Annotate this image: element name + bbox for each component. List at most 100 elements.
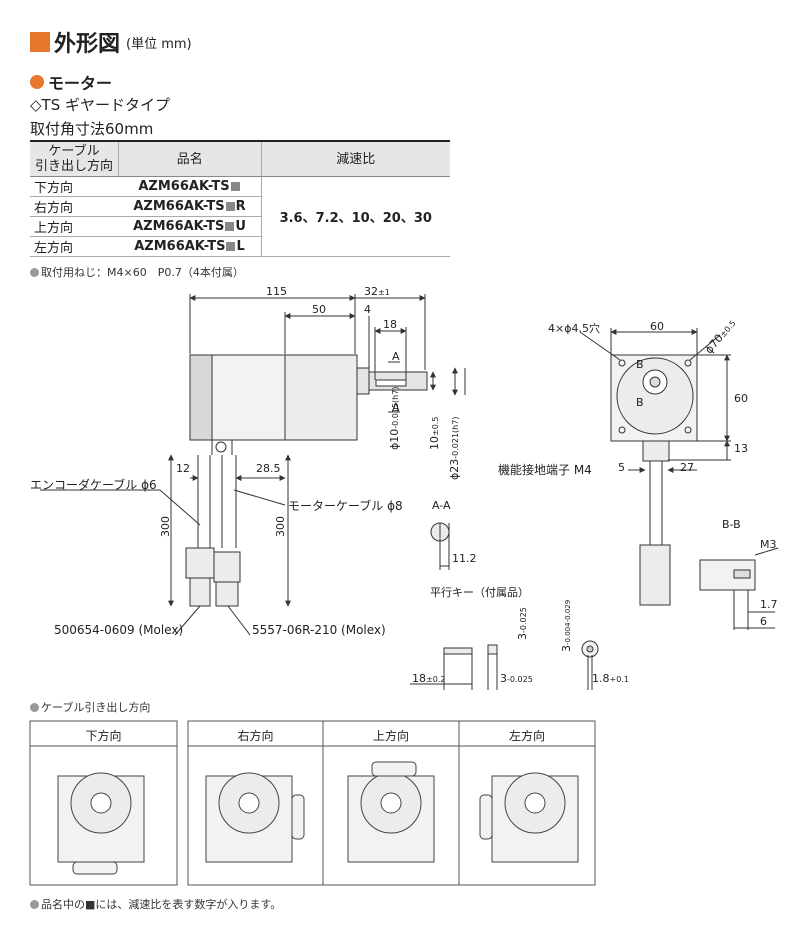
mount-size-label: 取付角寸法60mm [30,120,154,138]
motor-end-cap [189,354,213,441]
orange-dot-icon [30,75,44,89]
key-slot [375,379,407,387]
dim-3w: 3-0.004-0.029 [560,600,573,652]
model-text: AZM66AK-TS [134,239,226,254]
row-model: AZM66AK-TS L [118,236,262,257]
gear-face [616,357,694,435]
cable-direction-note: ケーブル引き出し方向 [30,699,150,715]
shaft-collar [356,367,370,395]
dim-phi10-value: ϕ10 [388,428,401,450]
row-direction: 下方向 [30,176,119,197]
placeholder-square-icon [226,242,236,251]
dim-3w-tol2: -0.029 [564,599,572,623]
dim-3v: 3-0.025 [516,607,529,640]
dim-phi10: ϕ10-0.015(h7) [388,387,401,450]
row-direction: 右方向 [30,196,119,217]
table-row: 下方向 AZM66AK-TS 3.6、7.2、10、20、30 [30,176,450,257]
model-suffix: L [236,239,245,254]
encoder-cable-callout: エンコーダケーブル ϕ6 [30,478,157,492]
dim-phi10-tol: -0.015(h7) [391,386,400,429]
key-title: 平行キー（付属品） [430,586,529,599]
dim-3k: 3-0.025 [500,672,533,685]
dim-300-b: 300 [274,516,287,537]
m3-label: M3 [760,538,777,551]
dim-3w-tol1: -0.004 [564,622,572,645]
footer-note: 品名中の■には、減速比を表す数字が入ります。 [30,896,281,912]
dim-115: 115 [266,285,287,298]
dim-32-tol: ±1 [378,288,390,297]
row-model: AZM66AK-TS R [118,196,262,217]
dim-60-h: 60 [734,392,748,405]
connector-front [639,544,671,606]
key-side [443,647,473,655]
cable-direction-note-text: ケーブル引き出し方向 [41,701,151,714]
dim-60-w: 60 [650,320,664,333]
section-title-text: モーター [48,74,113,93]
orange-square-icon [30,32,50,52]
dim-5: 5 [618,461,625,474]
spec-table: ケーブル 引き出し方向 品名 減速比 下方向 AZM66AK-TS 3.6、7.… [30,140,450,257]
ratio-values: 3.6、7.2、10、20、30 [260,176,450,257]
dim-12: 12 [176,462,190,475]
holes-label: 4×ϕ4.5穴 [548,322,600,335]
footer-note-text: 品名中の■には、減速比を表す数字が入ります。 [41,898,282,911]
dim-18k-tol: ±0.2 [426,675,446,684]
connector-1-callout: 500654-0609 (Molex) [54,623,184,637]
section-a-bottom: A [392,401,400,414]
dim-10-tol: ±0.5 [431,416,440,436]
gray-dot-icon [30,267,39,277]
placeholder-square-icon [230,182,240,191]
dim-18: 18 [383,318,397,331]
ground-screw [215,441,227,453]
dim-6: 6 [760,615,767,628]
gray-dot-icon [30,702,39,712]
direction-right-label: 右方向 [237,729,274,743]
model-text: AZM66AK-TS [138,179,230,194]
cable-direction-views [57,761,579,875]
placeholder-square-icon [225,222,235,231]
title-text: 外形図 [54,32,121,57]
model-text: AZM66AK-TS [133,199,225,214]
header-product: 品名 [118,140,262,177]
dim-phi23: ϕ23-0.021(h7) [448,417,461,480]
connector-1 [185,547,215,579]
dim-1-8: 1.8+0.1 [592,672,629,685]
model-suffix: R [235,199,246,214]
dim-11-2: 11.2 [452,552,477,565]
dim-13: 13 [734,442,748,455]
screw-note: 取付用ねじ：M4×60 P0.7（4本付属） [30,264,244,280]
section-a-top: A [392,350,400,363]
table-row: 右方向 AZM66AK-TS R [30,196,450,217]
page-title: 外形図 (単位 mm) [30,26,192,58]
dim-3v-tol: -0.025 [519,607,528,633]
dim-3k-value: 3 [500,672,507,685]
dim-18k: 18±0.2 [412,672,445,685]
unit-label: (単位 mm) [126,36,192,52]
section-aa-label: A-A [432,499,451,512]
dim-32-value: 32 [364,285,378,298]
connector-2 [213,551,241,583]
gearhead-side [284,354,358,441]
key-end [487,644,498,655]
dim-18k-value: 18 [412,672,426,685]
ground-terminal-callout: 機能接地端子 M4 [498,463,592,477]
dim-50: 50 [312,303,326,316]
direction-left-label: 左方向 [508,729,545,743]
dim-3v-value: 3 [516,633,529,640]
dim-28-5: 28.5 [256,462,281,475]
dim-1-8-tol: +0.1 [609,675,629,684]
screw-note-text: 取付用ねじ：M4×60 P0.7（4本付属） [41,266,244,279]
dim-3k-tol: -0.025 [507,675,533,684]
motor-cable-callout: モーターケーブル ϕ8 [288,499,403,513]
connector-2-callout: 5557-06R-210 (Molex) [252,623,386,637]
model-suffix: U [235,219,246,234]
dim-1-8-value: 1.8 [592,672,610,685]
dim-10: 10±0.5 [428,417,441,450]
dim-10-value: 10 [428,436,441,450]
row-direction: 上方向 [30,216,119,237]
type-label: ◇TS ギヤードタイプ [30,96,170,114]
section-b-top: B [636,358,644,371]
